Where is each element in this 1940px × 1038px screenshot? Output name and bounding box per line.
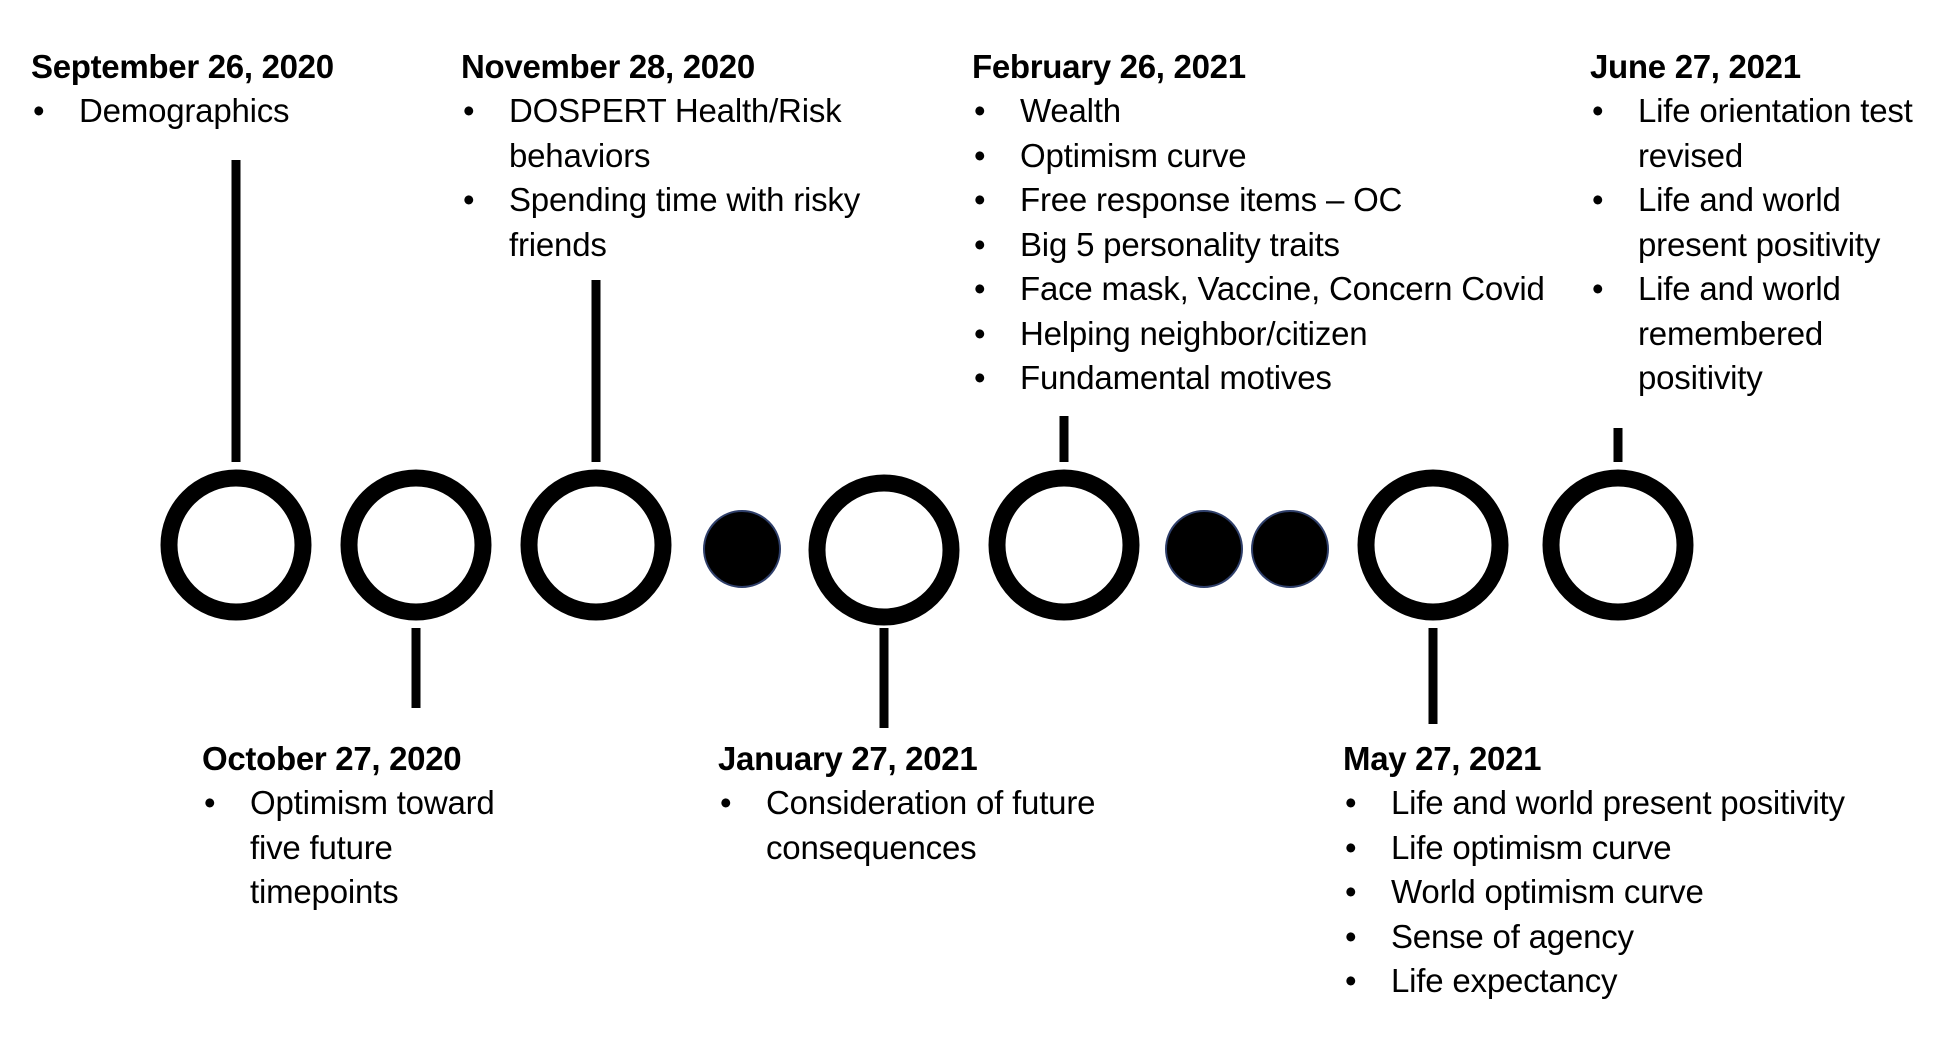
timepoint-ring-nov-2020 xyxy=(520,469,672,621)
event-items: Life and world present positivity Life o… xyxy=(1343,781,1933,1004)
event-block: September 26, 2020 Demographics xyxy=(31,45,361,134)
event-items: Demographics xyxy=(31,89,361,134)
event-date: February 26, 2021 xyxy=(972,48,1246,85)
event-date: January 27, 2021 xyxy=(718,740,978,777)
event-item: Life orientation test revised xyxy=(1590,89,1930,178)
event-items: DOSPERT Health/Risk behaviors Spending t… xyxy=(461,89,911,267)
event-item: Life and world present positivity xyxy=(1590,178,1930,267)
gap-dot-2 xyxy=(1165,510,1243,588)
event-item: Fundamental motives xyxy=(972,356,1572,401)
event-item: Spending time with risky friends xyxy=(461,178,911,267)
event-item: Optimism toward five future timepoints xyxy=(202,781,532,915)
event-items: Consideration of future consequences xyxy=(718,781,1158,870)
event-item: Sense of agency xyxy=(1343,915,1933,960)
event-item: DOSPERT Health/Risk behaviors xyxy=(461,89,911,178)
event-item: Life optimism curve xyxy=(1343,826,1933,871)
event-items: Optimism toward five future timepoints xyxy=(202,781,532,915)
event-item: Life expectancy xyxy=(1343,959,1933,1004)
event-block: May 27, 2021 Life and world present posi… xyxy=(1343,737,1933,1004)
event-item: Demographics xyxy=(31,89,361,134)
event-items: Wealth Optimism curve Free response item… xyxy=(972,89,1572,401)
event-block: November 28, 2020 DOSPERT Health/Risk be… xyxy=(461,45,911,267)
event-items: Life orientation test revised Life and w… xyxy=(1590,89,1930,401)
gap-dot-3 xyxy=(1251,510,1329,588)
event-item: Helping neighbor/citizen xyxy=(972,312,1572,357)
event-block: June 27, 2021 Life orientation test revi… xyxy=(1590,45,1930,401)
event-item: Wealth xyxy=(972,89,1572,134)
gap-dot-1 xyxy=(703,510,781,588)
event-block: January 27, 2021 Consideration of future… xyxy=(718,737,1158,870)
event-date: October 27, 2020 xyxy=(202,740,462,777)
event-item: Life and world present positivity xyxy=(1343,781,1933,826)
timepoint-ring-sep-2020 xyxy=(160,469,312,621)
event-item: Consideration of future consequences xyxy=(718,781,1158,870)
event-date: November 28, 2020 xyxy=(461,48,755,85)
timepoint-ring-may-2021 xyxy=(1357,469,1509,621)
timepoint-ring-feb-2021 xyxy=(988,469,1140,621)
event-item: Life and world remembered positivity xyxy=(1590,267,1930,401)
event-date: June 27, 2021 xyxy=(1590,48,1801,85)
event-item: World optimism curve xyxy=(1343,870,1933,915)
event-block: October 27, 2020 Optimism toward five fu… xyxy=(202,737,532,915)
event-item: Face mask, Vaccine, Concern Covid xyxy=(972,267,1572,312)
event-item: Free response items – OC xyxy=(972,178,1572,223)
event-item: Big 5 personality traits xyxy=(972,223,1572,268)
timepoint-ring-jun-2021 xyxy=(1542,469,1694,621)
event-item: Optimism curve xyxy=(972,134,1572,179)
event-block: February 26, 2021 Wealth Optimism curve … xyxy=(972,45,1572,401)
event-date: May 27, 2021 xyxy=(1343,740,1542,777)
timepoint-ring-oct-2020 xyxy=(340,469,492,621)
event-date: September 26, 2020 xyxy=(31,48,334,85)
timepoint-ring-jan-2021 xyxy=(808,474,960,626)
